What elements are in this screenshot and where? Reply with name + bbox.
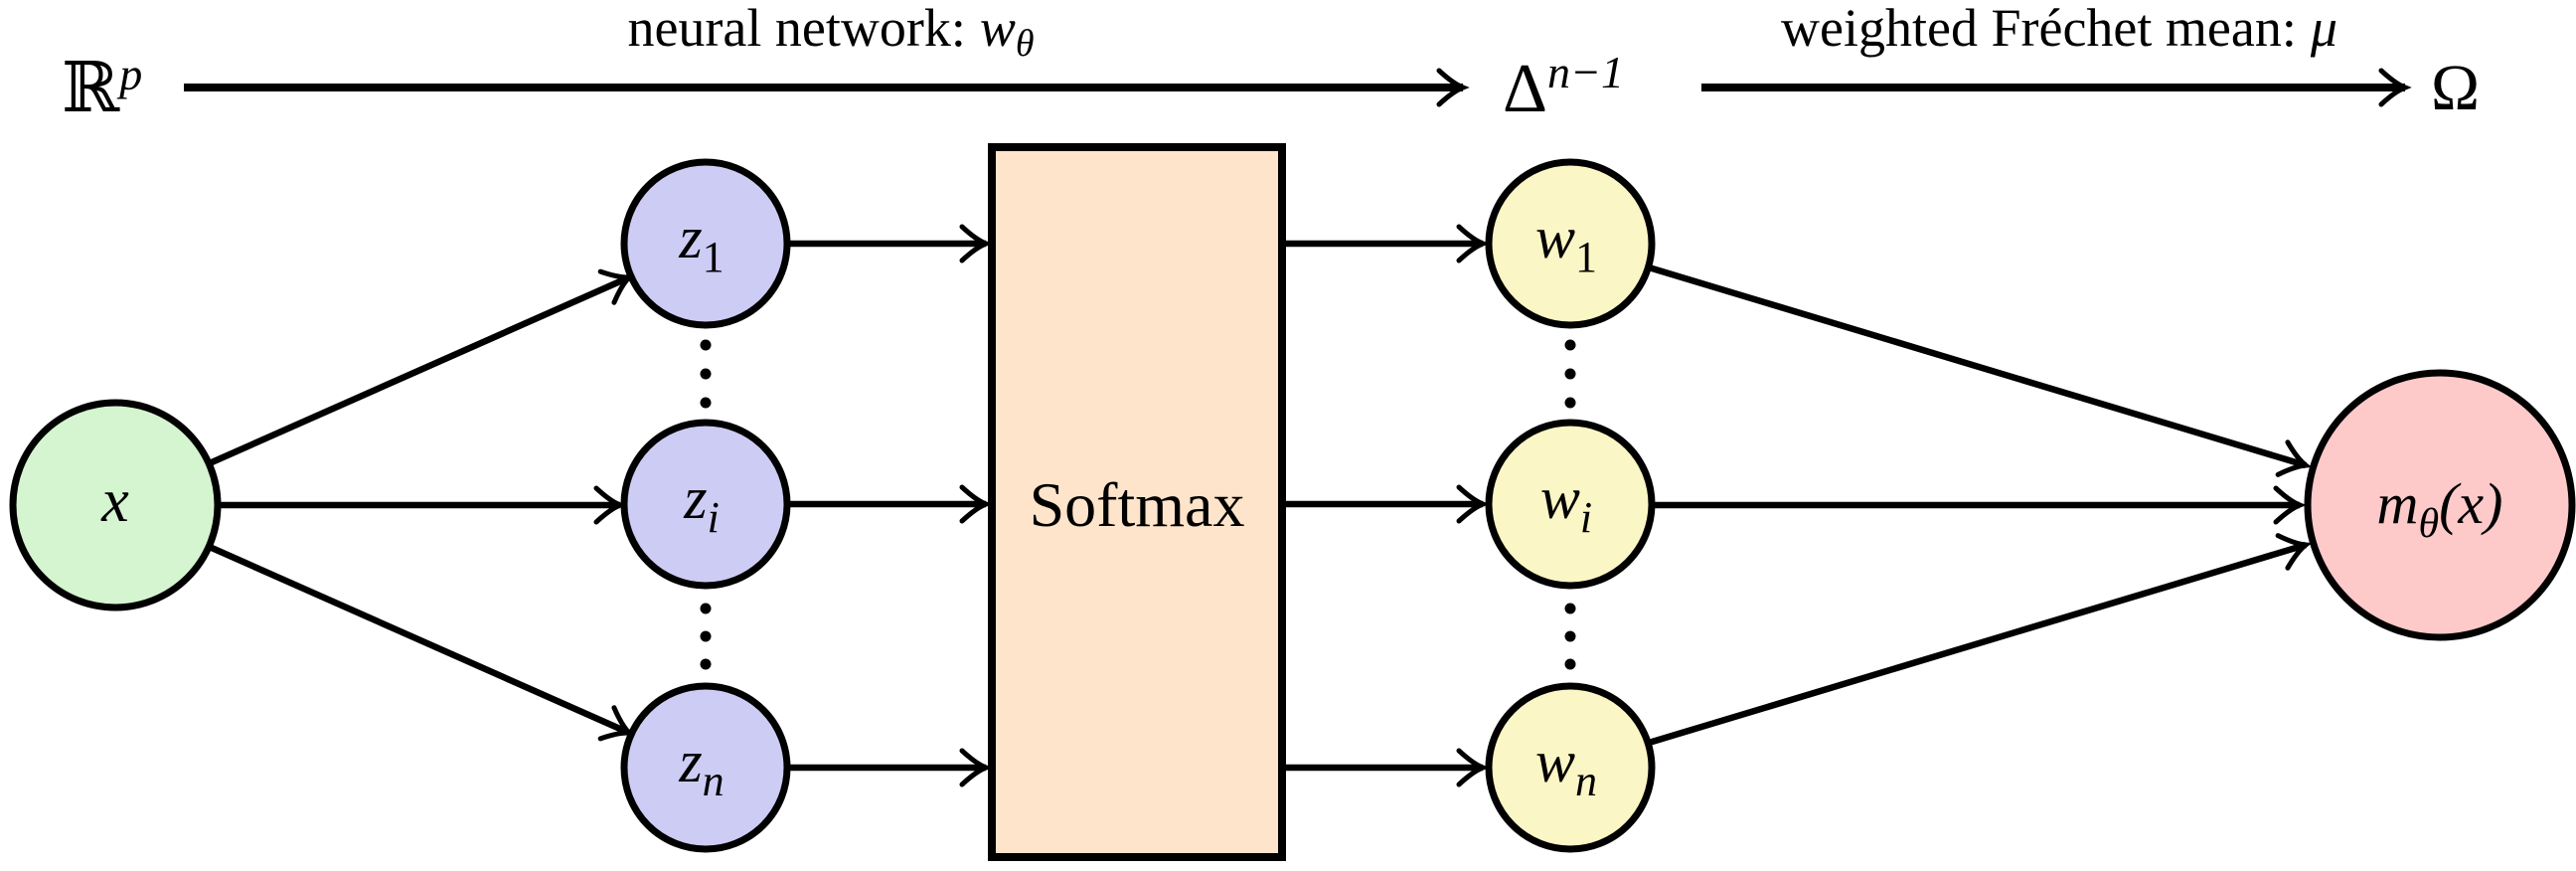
- softmax-box: [988, 143, 1286, 861]
- ellipsis-w-bottom: [1564, 603, 1576, 670]
- node-wi: [1485, 419, 1656, 590]
- ellipsis-w-top: [1564, 339, 1576, 409]
- node-wi-label: wi: [1540, 465, 1592, 542]
- node-w1: [1485, 158, 1656, 329]
- frechet-map-label: weighted Fréchet mean:μ: [1781, 0, 2337, 58]
- ellipsis-z-top: [700, 339, 712, 409]
- node-w1-label: w1: [1535, 205, 1597, 281]
- node-output-label: mθ(x): [2377, 471, 2503, 547]
- edge-x-to-z1: [210, 268, 636, 465]
- output-space-label: Ω: [2431, 52, 2480, 124]
- edge-x-to-zn: [210, 545, 636, 742]
- ellipsis-z-bottom: [700, 603, 712, 670]
- edge-wn-to-output: [1648, 533, 2313, 747]
- node-x: [9, 399, 222, 611]
- node-z1: [620, 158, 791, 329]
- simplex-label: Δn−1: [1503, 47, 1624, 127]
- node-zi: [620, 419, 791, 590]
- nn-map-label: neural network:wθ: [627, 0, 1034, 65]
- node-zi-label: zi: [683, 465, 720, 542]
- node-x-label: x: [100, 467, 129, 535]
- node-zn: [620, 682, 791, 853]
- node-z1-label: z1: [678, 205, 724, 281]
- edge-w1-to-output: [1648, 263, 2313, 477]
- node-wn: [1485, 682, 1656, 853]
- node-wn-label: wn: [1535, 729, 1597, 805]
- node-zn-label: zn: [678, 729, 724, 805]
- node-output: [2304, 369, 2576, 641]
- input-space-label: ℝp: [62, 49, 142, 127]
- softmax-label: Softmax: [1030, 469, 1245, 540]
